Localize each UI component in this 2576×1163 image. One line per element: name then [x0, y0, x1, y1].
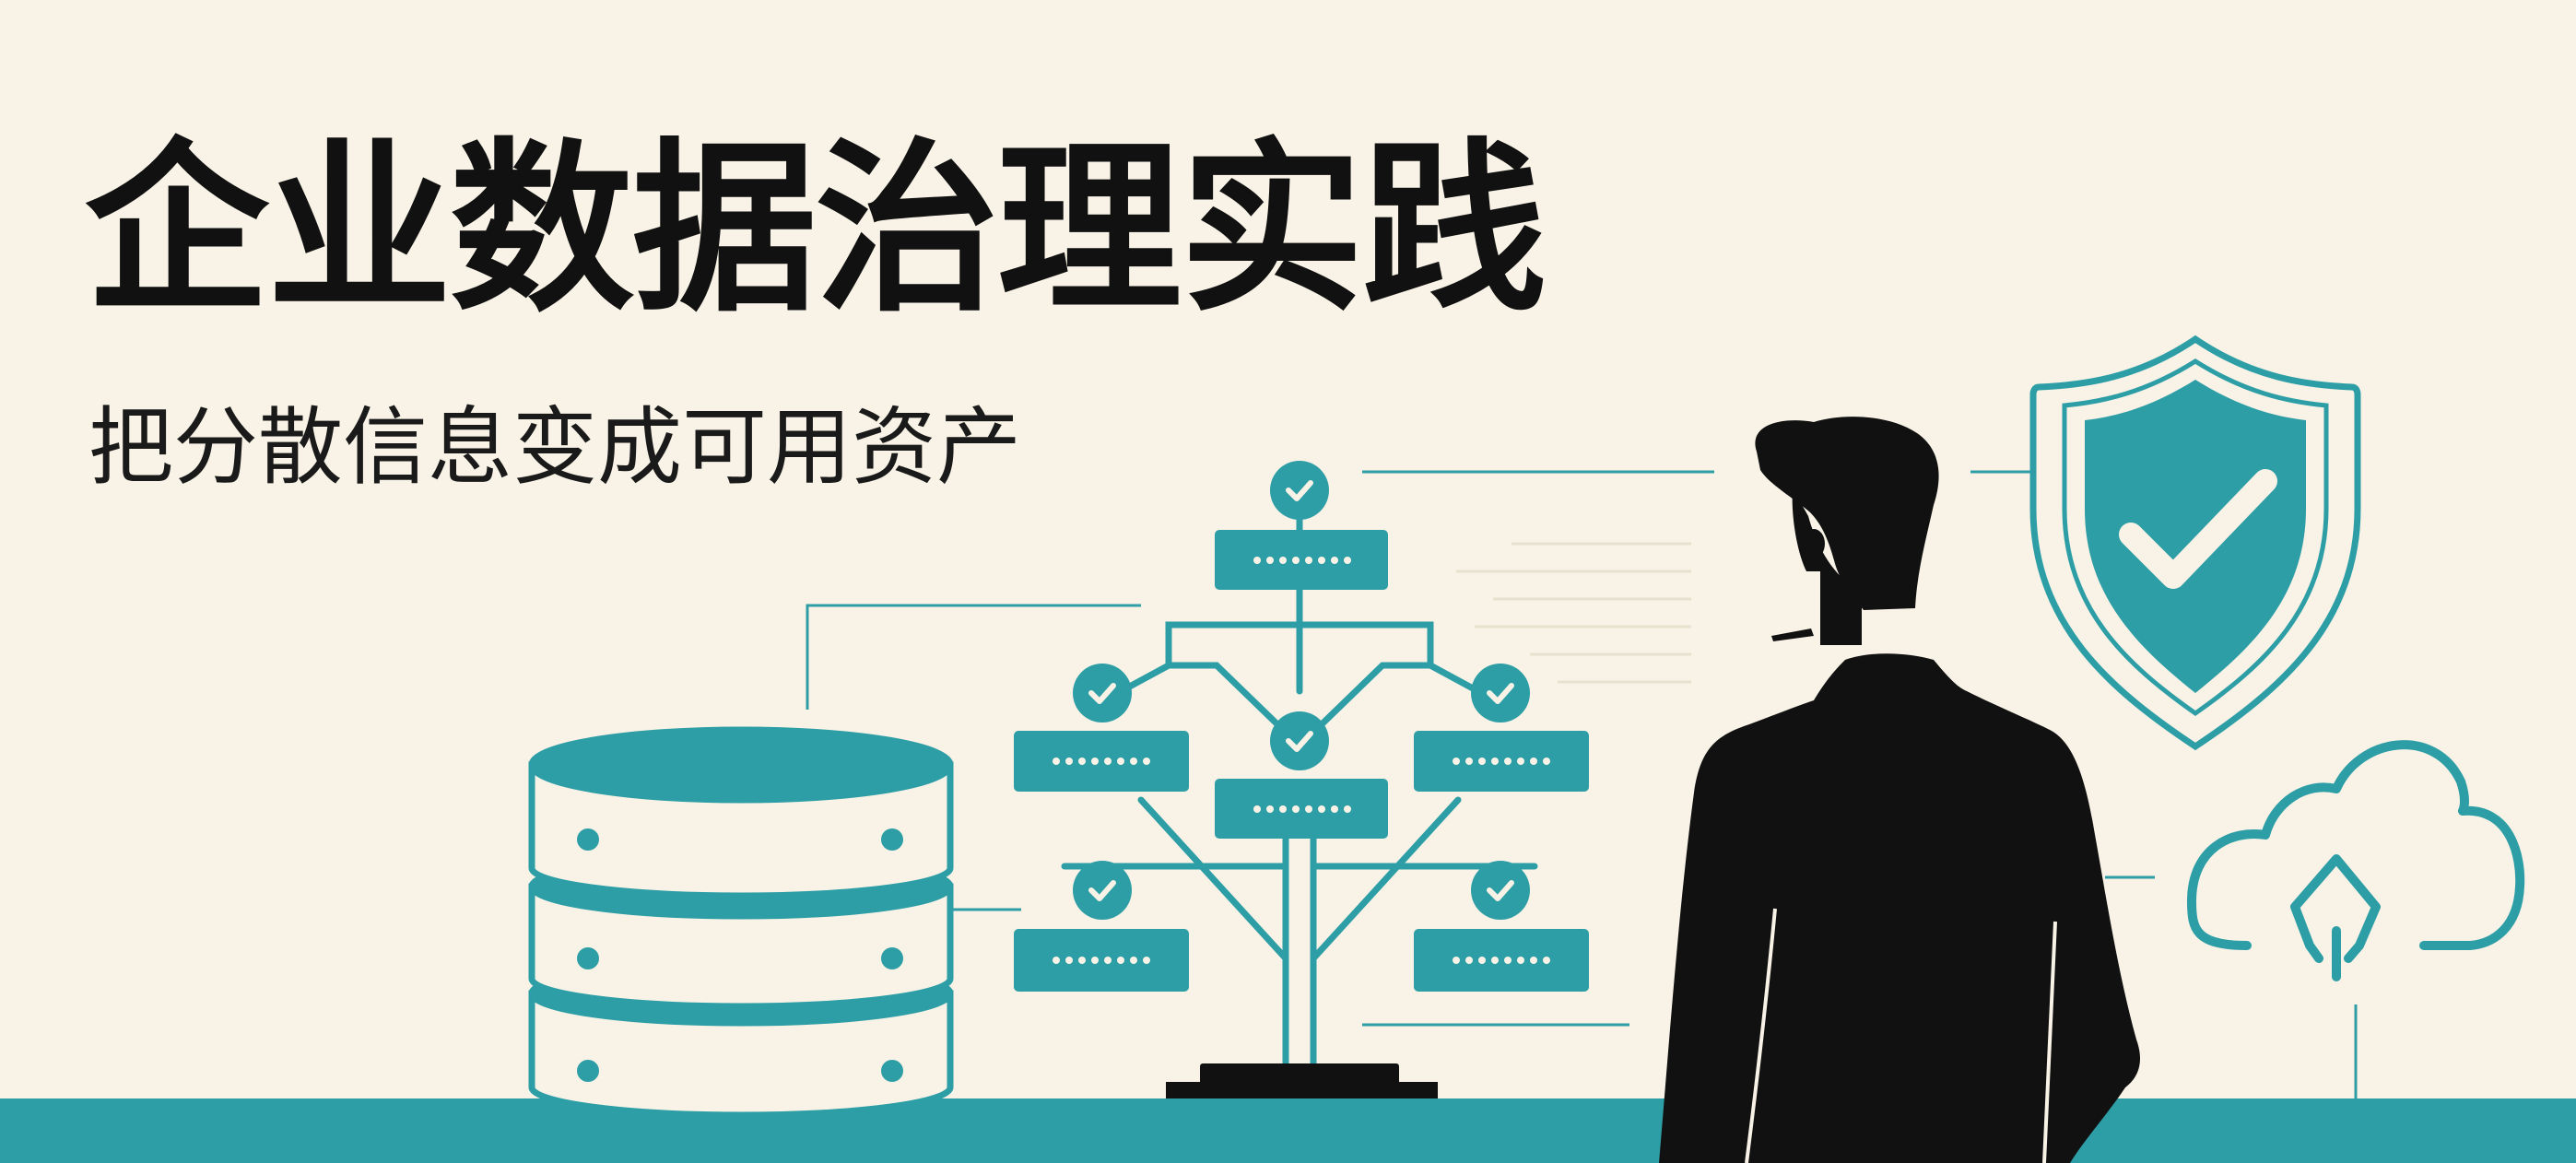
tree-base: [1166, 1063, 1438, 1098]
person-arm-lines: [1745, 908, 2057, 1163]
cloud-upload-icon: [2187, 740, 2525, 981]
person-mouth: [1771, 628, 1814, 641]
tree-check-marks: [1088, 480, 1514, 901]
page-subtitle: 把分散信息变成可用资产: [88, 398, 1022, 497]
hierarchy-tree-icon: [1014, 461, 1589, 1098]
page-title: 企业数据治理实践: [85, 123, 1547, 337]
connector-lines: [806, 470, 2358, 1098]
tree-check-circles: [1073, 461, 1530, 920]
faint-stripes: [1456, 542, 1691, 684]
shield-check-mark: [2119, 469, 2277, 589]
tree-node-boxes: [1014, 530, 1589, 992]
bottom-bar: [0, 1098, 2576, 1163]
database-dots: [577, 828, 903, 1082]
person-silhouette: [1659, 417, 2140, 1163]
database-icon: [528, 726, 954, 1119]
shield-check-icon: [2029, 335, 2361, 751]
tree-node-dots: [1053, 557, 1550, 964]
